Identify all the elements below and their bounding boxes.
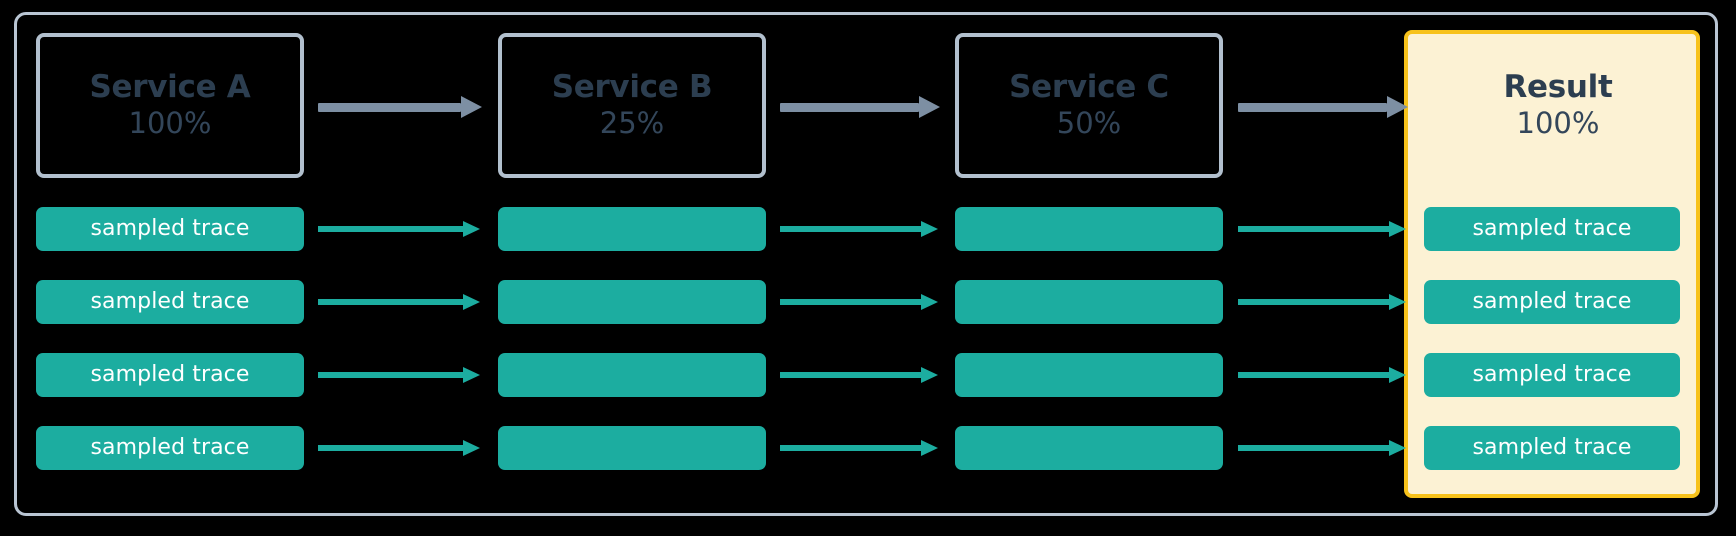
- service-box-service-b[interactable]: Service B 25%: [498, 33, 766, 178]
- arrow-head-icon: [921, 367, 938, 383]
- arrow-shaft: [318, 372, 463, 378]
- trace-arrow-c-to-result: [1238, 294, 1406, 310]
- service-title: Service A: [89, 69, 251, 106]
- trace-bar[interactable]: sampled trace: [36, 207, 304, 251]
- service-box-service-c[interactable]: Service C 50%: [955, 33, 1223, 178]
- trace-bar-label: sampled trace: [90, 362, 250, 387]
- arrow-head-icon: [463, 367, 480, 383]
- arrow-shaft: [780, 372, 921, 378]
- arrow-shaft: [318, 299, 463, 305]
- trace-bar[interactable]: sampled trace: [36, 280, 304, 324]
- trace-bar-label: sampled trace: [1472, 289, 1632, 314]
- arrow-shaft: [318, 445, 463, 451]
- arrow-shaft: [318, 226, 463, 232]
- arrow-head-icon: [461, 96, 482, 118]
- arrow-head-icon: [1389, 440, 1406, 456]
- trace-bar[interactable]: [498, 426, 766, 470]
- trace-bar[interactable]: sampled trace: [36, 353, 304, 397]
- arrow-head-icon: [921, 294, 938, 310]
- arrow-shaft: [780, 103, 919, 112]
- arrow-shaft: [1238, 226, 1389, 232]
- trace-bar-label: sampled trace: [1472, 435, 1632, 460]
- arrow-shaft: [780, 226, 921, 232]
- trace-arrow-c-to-result: [1238, 440, 1406, 456]
- arrow-head-icon: [919, 96, 940, 118]
- diagram-outer-frame: [14, 12, 1718, 516]
- trace-bar[interactable]: [498, 280, 766, 324]
- trace-bar-label: sampled trace: [1472, 362, 1632, 387]
- flow-arrow-b-to-c: [780, 96, 940, 118]
- trace-arrow-a-to-b: [318, 294, 480, 310]
- trace-bar[interactable]: [498, 207, 766, 251]
- trace-bar[interactable]: [955, 353, 1223, 397]
- service-sampling-percent: 100%: [128, 105, 212, 140]
- result-sampling-percent: 100%: [1516, 105, 1600, 140]
- trace-bar-label: sampled trace: [90, 289, 250, 314]
- trace-bar[interactable]: sampled trace: [1424, 207, 1680, 251]
- trace-arrow-a-to-b: [318, 440, 480, 456]
- trace-arrow-a-to-b: [318, 221, 480, 237]
- trace-bar[interactable]: [955, 207, 1223, 251]
- arrow-head-icon: [1387, 96, 1408, 118]
- trace-arrow-b-to-c: [780, 367, 938, 383]
- trace-arrow-b-to-c: [780, 440, 938, 456]
- trace-bar[interactable]: [955, 426, 1223, 470]
- service-sampling-percent: 25%: [599, 105, 665, 140]
- trace-arrow-a-to-b: [318, 367, 480, 383]
- arrow-head-icon: [463, 440, 480, 456]
- arrow-head-icon: [921, 440, 938, 456]
- trace-bar-label: sampled trace: [90, 435, 250, 460]
- trace-bar[interactable]: sampled trace: [1424, 353, 1680, 397]
- flow-arrow-c-to-result: [1238, 96, 1408, 118]
- arrow-shaft: [1238, 299, 1389, 305]
- arrow-shaft: [318, 103, 461, 112]
- trace-bar[interactable]: sampled trace: [1424, 280, 1680, 324]
- trace-arrow-c-to-result: [1238, 367, 1406, 383]
- trace-bar[interactable]: sampled trace: [36, 426, 304, 470]
- trace-bar-label: sampled trace: [90, 216, 250, 241]
- result-title: Result: [1503, 69, 1613, 106]
- arrow-shaft: [1238, 103, 1387, 112]
- trace-arrow-b-to-c: [780, 221, 938, 237]
- service-box-service-a[interactable]: Service A 100%: [36, 33, 304, 178]
- service-box-result[interactable]: Result 100%: [1424, 33, 1692, 178]
- trace-bar[interactable]: sampled trace: [1424, 426, 1680, 470]
- service-sampling-percent: 50%: [1056, 105, 1122, 140]
- trace-arrow-c-to-result: [1238, 221, 1406, 237]
- result-highlight-panel: [1404, 30, 1700, 498]
- arrow-shaft: [780, 299, 921, 305]
- trace-arrow-b-to-c: [780, 294, 938, 310]
- service-title: Service C: [1009, 69, 1169, 106]
- arrow-shaft: [780, 445, 921, 451]
- service-title: Service B: [551, 69, 713, 106]
- arrow-shaft: [1238, 372, 1389, 378]
- arrow-head-icon: [463, 221, 480, 237]
- arrow-head-icon: [1389, 367, 1406, 383]
- arrow-head-icon: [1389, 221, 1406, 237]
- arrow-head-icon: [921, 221, 938, 237]
- arrow-head-icon: [1389, 294, 1406, 310]
- arrow-shaft: [1238, 445, 1389, 451]
- arrow-head-icon: [463, 294, 480, 310]
- flow-arrow-a-to-b: [318, 96, 482, 118]
- trace-bar[interactable]: [498, 353, 766, 397]
- trace-bar-label: sampled trace: [1472, 216, 1632, 241]
- trace-bar[interactable]: [955, 280, 1223, 324]
